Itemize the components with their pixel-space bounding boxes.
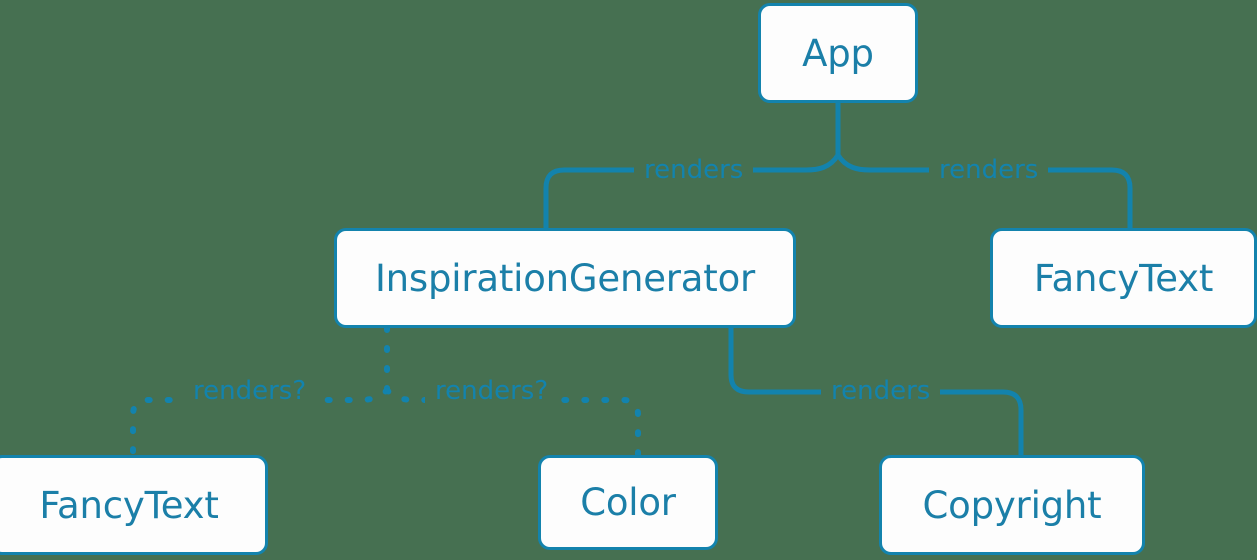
- edge-label-text: renders?: [193, 376, 307, 406]
- edge-label-inspirationgenerator-copyright: renders: [821, 376, 941, 406]
- edge-label-inspirationgenerator-color: renders?: [425, 376, 559, 406]
- edge-label-text: renders?: [435, 376, 549, 406]
- node-color[interactable]: Color: [538, 455, 718, 550]
- edge-label-inspirationgenerator-fancytext: renders?: [183, 376, 317, 406]
- node-inspiration-generator-label: InspirationGenerator: [374, 256, 756, 300]
- edge-label-text: renders: [644, 155, 744, 185]
- node-color-label: Color: [580, 481, 676, 524]
- node-copyright[interactable]: Copyright: [879, 455, 1145, 555]
- node-fancytext-bottom[interactable]: FancyText: [0, 455, 268, 555]
- node-inspiration-generator[interactable]: InspirationGenerator: [334, 228, 796, 328]
- node-app[interactable]: App: [758, 3, 918, 103]
- node-app-label: App: [802, 31, 874, 75]
- edge-label-text: renders: [831, 376, 931, 406]
- node-fancytext-right[interactable]: FancyText: [990, 228, 1257, 328]
- node-fancytext-bottom-label: FancyText: [39, 483, 219, 527]
- edge-label-app-inspirationgenerator: renders: [634, 155, 754, 185]
- node-copyright-label: Copyright: [922, 483, 1102, 527]
- edge-label-text: renders: [939, 155, 1039, 185]
- node-fancytext-right-label: FancyText: [1033, 256, 1214, 300]
- edge-label-app-fancytext: renders: [929, 155, 1049, 185]
